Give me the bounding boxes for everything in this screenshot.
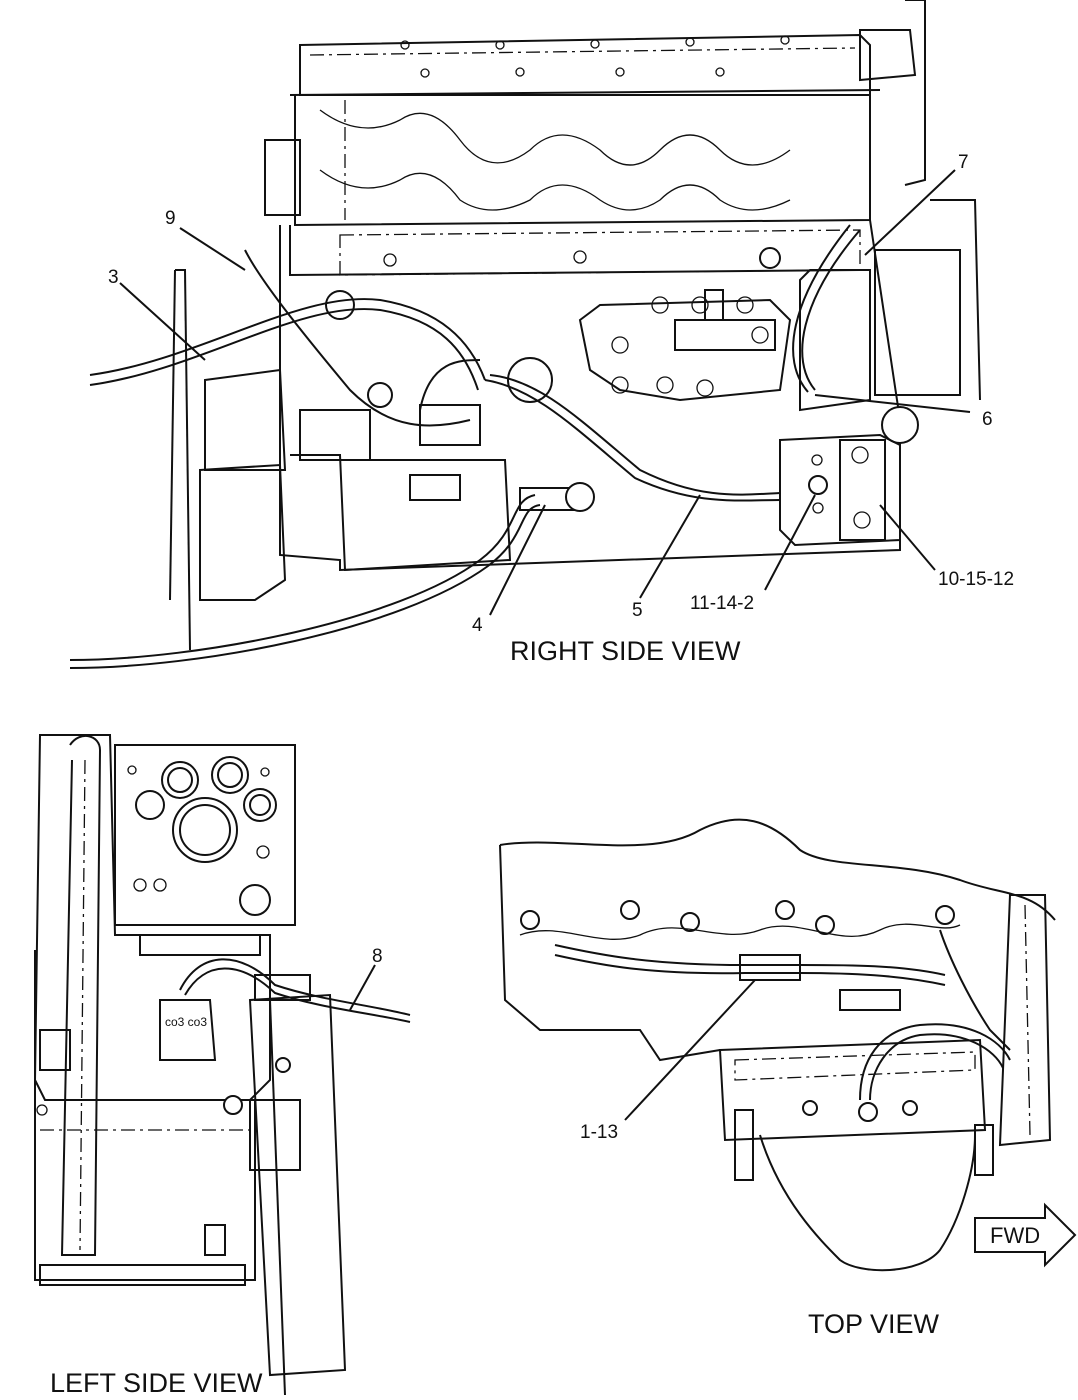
- top-view: [499, 818, 1056, 1272]
- callout-8: 8: [372, 946, 383, 967]
- fwd-label: FWD: [990, 1223, 1040, 1248]
- callout-3: 3: [108, 267, 119, 288]
- top-view-title: TOP VIEW: [808, 1309, 940, 1339]
- callout-9: 9: [165, 208, 176, 229]
- right-side-view-title: RIGHT SIDE VIEW: [510, 636, 741, 666]
- right-side-view: [69, 0, 981, 669]
- callout-1-13: 1-13: [580, 1122, 618, 1143]
- callout-11-14-2: 11-14-2: [690, 593, 754, 614]
- callout-6: 6: [982, 409, 993, 430]
- callout-7: 7: [958, 152, 969, 173]
- left-side-view: co3 co3: [33, 734, 411, 1396]
- callout-10-15-12: 10-15-12: [938, 569, 1014, 590]
- top-view-callouts: 1-13 FWD TOP VIEW: [580, 979, 1077, 1339]
- callout-5: 5: [632, 600, 643, 621]
- right-side-callouts: 9 3 7 6 10-15-12 11-14-2 5 4 RIGHT SIDE …: [108, 152, 1014, 666]
- svg-text:co3 co3: co3 co3: [165, 1015, 207, 1029]
- forward-arrow-icon: FWD: [974, 1202, 1077, 1268]
- left-side-view-title: LEFT SIDE VIEW: [50, 1368, 263, 1398]
- callout-4: 4: [472, 615, 483, 636]
- right-side-leaders: [119, 169, 971, 616]
- left-side-callouts: 8 LEFT SIDE VIEW: [50, 946, 383, 1398]
